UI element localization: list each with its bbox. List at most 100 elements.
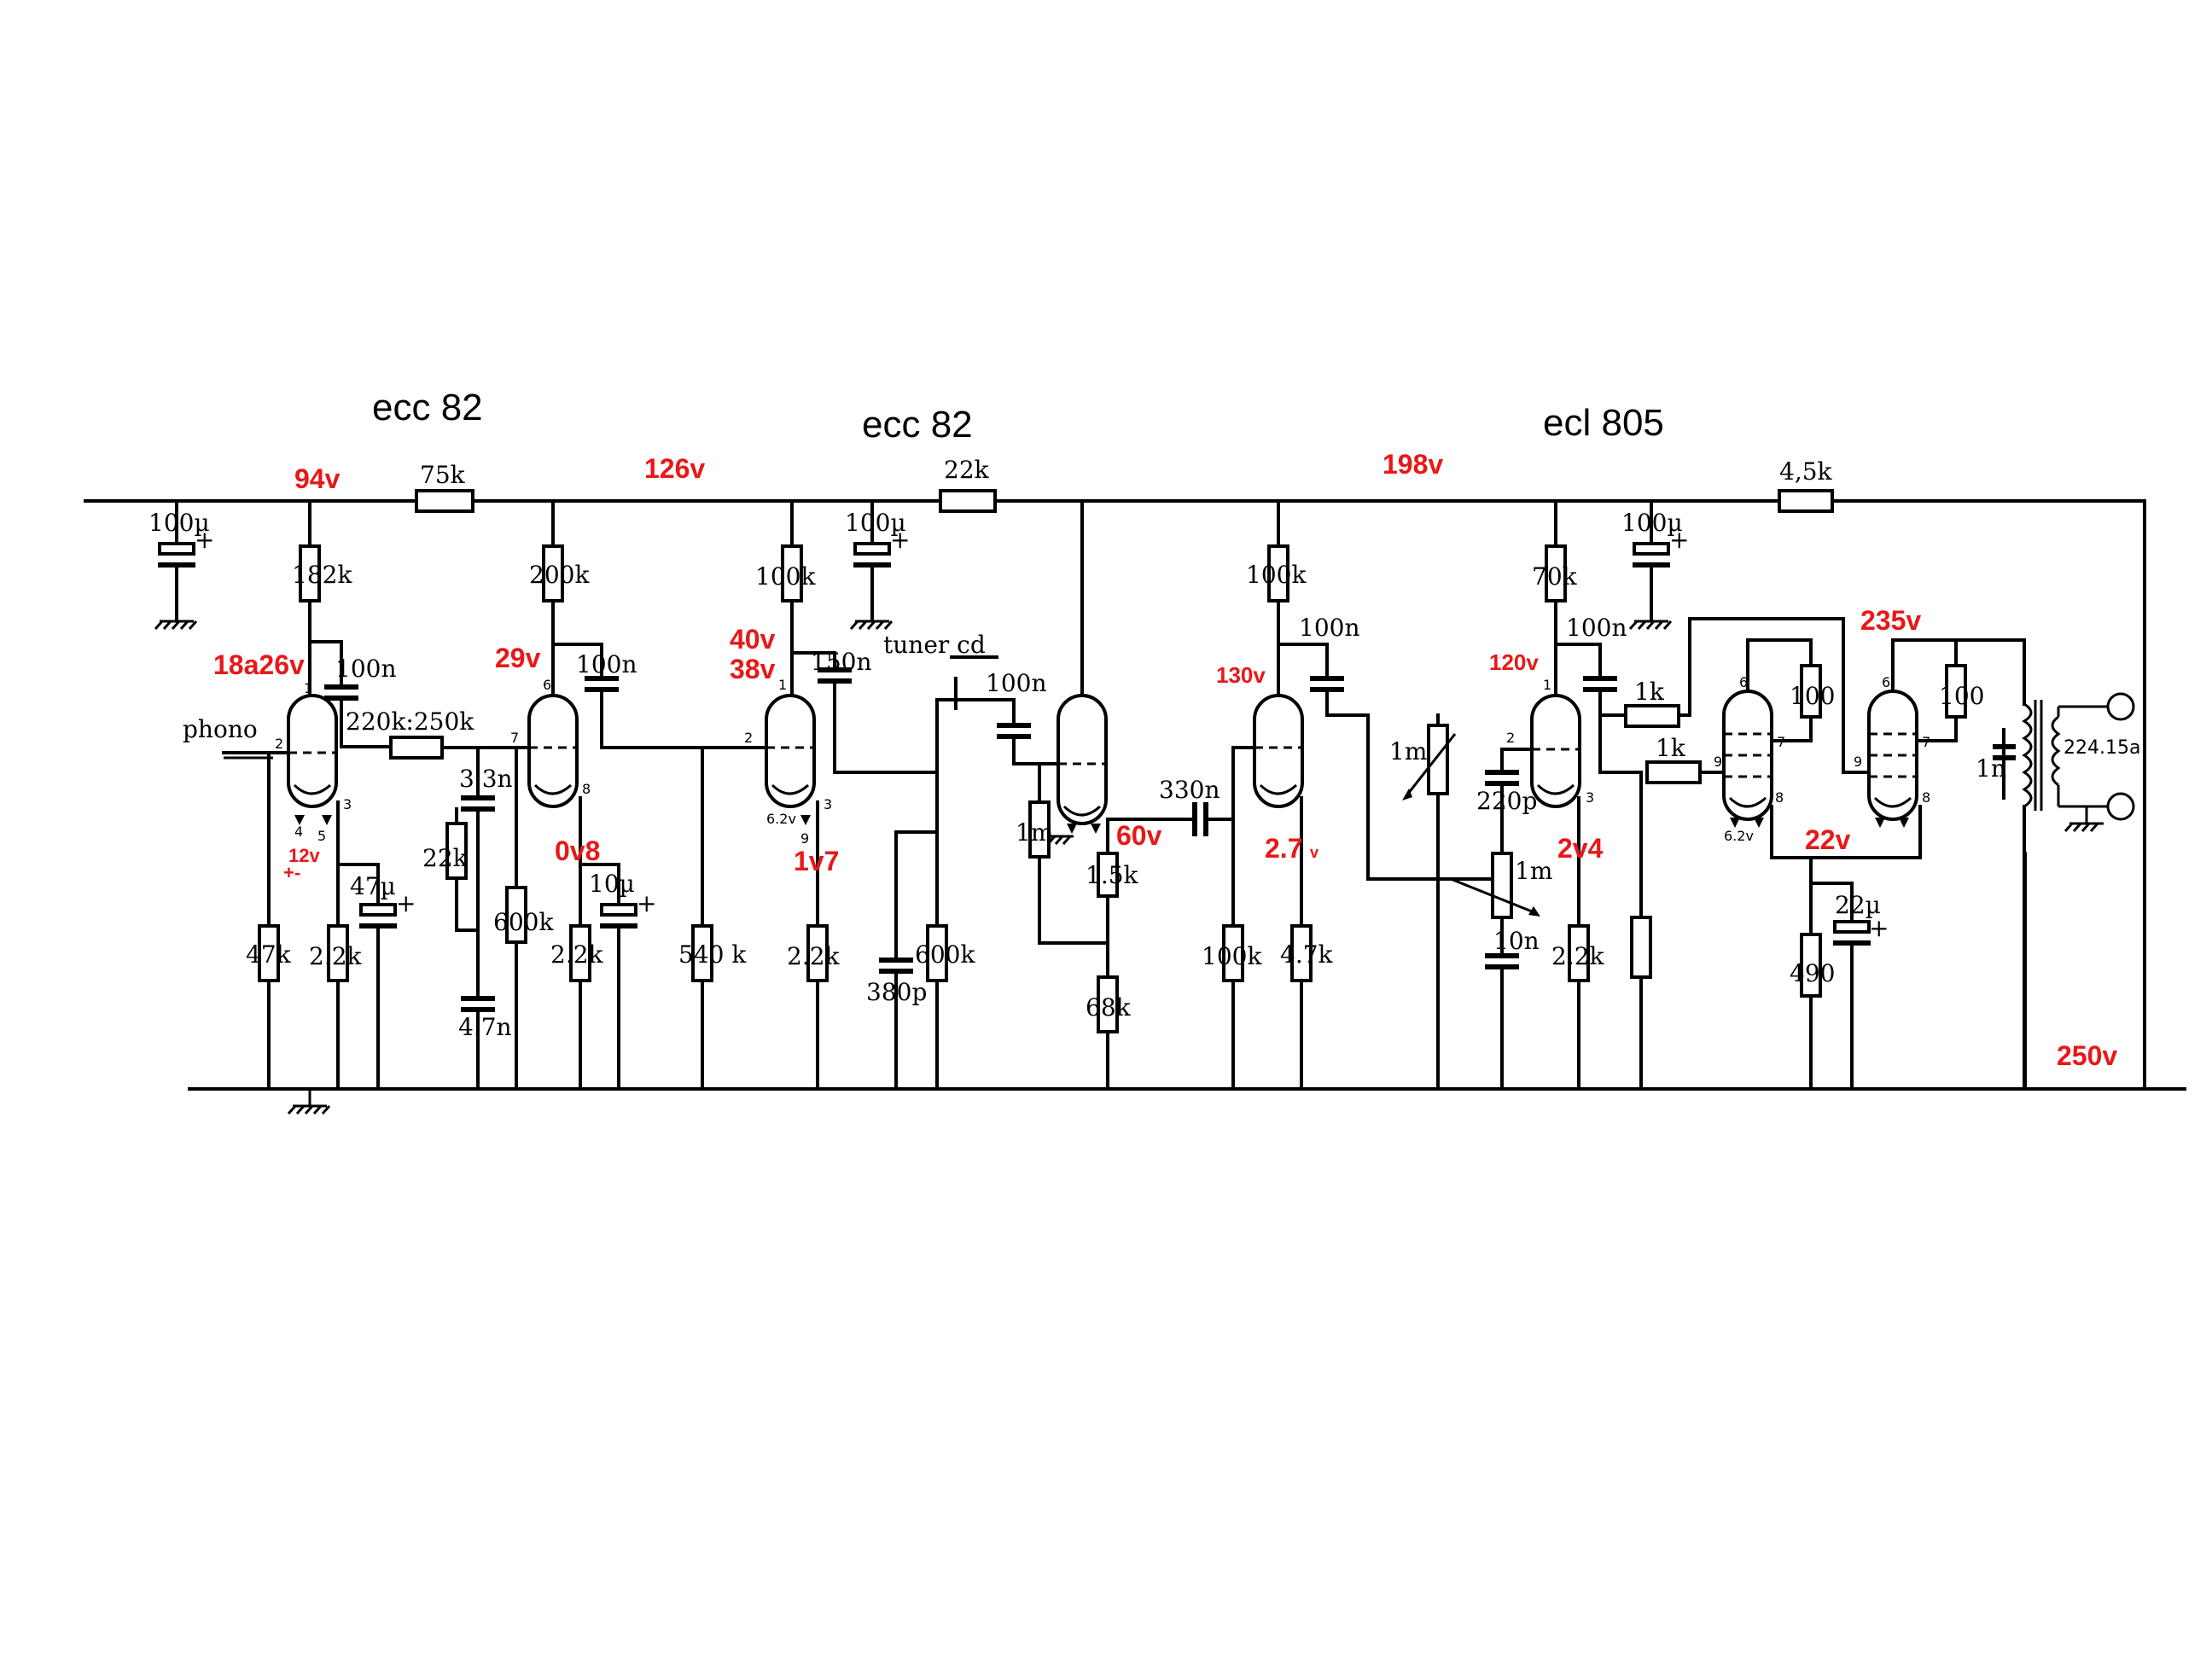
svg-text:100n: 100n bbox=[1299, 614, 1359, 642]
svg-text:38v: 38v bbox=[730, 654, 776, 684]
svg-text:9: 9 bbox=[800, 830, 809, 847]
svg-text:18a26v: 18a26v bbox=[213, 649, 305, 680]
svg-text:10µ: 10µ bbox=[589, 870, 635, 898]
svg-text:9: 9 bbox=[1854, 754, 1862, 770]
svg-text:100n: 100n bbox=[986, 669, 1046, 697]
svg-text:130v: 130v bbox=[1216, 662, 1266, 688]
svg-text:3: 3 bbox=[1586, 789, 1594, 806]
svg-text:2: 2 bbox=[744, 730, 753, 746]
svg-text:220k:250k: 220k:250k bbox=[346, 707, 474, 736]
svg-text:2.2k: 2.2k bbox=[1551, 942, 1605, 970]
tube-v6 bbox=[1530, 694, 1581, 808]
svg-text:250v: 250v bbox=[2057, 1040, 2117, 1071]
cap-100u-2: 100µ + bbox=[845, 499, 910, 620]
svg-text:+: + bbox=[890, 526, 910, 554]
svg-text:2.2k: 2.2k bbox=[550, 940, 604, 969]
resistor-1k-2 bbox=[1645, 760, 1702, 784]
svg-text:3: 3 bbox=[824, 796, 832, 812]
tube-title-2: ecc 82 bbox=[862, 404, 973, 445]
svg-text:100µ: 100µ bbox=[148, 509, 210, 537]
pot-1m-1 bbox=[1427, 724, 1449, 795]
svg-text:100µ: 100µ bbox=[1621, 509, 1683, 537]
stage-6: 70k 100n 1 2 3 2.2k 1k 1k bbox=[1506, 499, 1845, 1091]
svg-text:490: 490 bbox=[1790, 959, 1835, 987]
output-transformer: 1n 224.15a bbox=[1976, 638, 2140, 1091]
svg-text:4.7k: 4.7k bbox=[1280, 940, 1334, 969]
svg-text:7: 7 bbox=[510, 730, 519, 746]
svg-text:10n: 10n bbox=[1493, 927, 1540, 955]
svg-text:100n: 100n bbox=[576, 650, 637, 678]
svg-text:2.2k: 2.2k bbox=[787, 942, 841, 970]
svg-text:2: 2 bbox=[1506, 730, 1515, 746]
svg-text:126v: 126v bbox=[644, 453, 705, 484]
svg-text:100: 100 bbox=[1790, 682, 1835, 710]
svg-text:22k: 22k bbox=[944, 456, 990, 484]
svg-text:224.15a: 224.15a bbox=[2064, 737, 2140, 759]
tube-v2 bbox=[527, 694, 579, 808]
resistor-75k: 75k bbox=[415, 461, 474, 513]
speaker-terminal-top bbox=[2106, 692, 2135, 721]
svg-text:1m: 1m bbox=[1389, 737, 1427, 765]
svg-text:1n: 1n bbox=[1976, 754, 2006, 783]
svg-text:198v: 198v bbox=[1382, 449, 1443, 480]
cap-100u-1: 100µ + bbox=[148, 499, 214, 620]
svg-text:100: 100 bbox=[1939, 682, 1984, 710]
svg-text:1m: 1m bbox=[1016, 818, 1053, 847]
stage-5: 100k 100n 100k 4.7k bbox=[1202, 499, 1440, 1091]
resistor-1k-1 bbox=[1624, 704, 1680, 728]
svg-text:100n: 100n bbox=[1566, 614, 1627, 642]
svg-text:120v: 120v bbox=[1489, 649, 1539, 675]
svg-text:100k: 100k bbox=[1202, 942, 1262, 970]
stage-1: 182k 100n 1 2 3 4 5 phono 47k 2.2k bbox=[183, 499, 527, 1091]
svg-text:6: 6 bbox=[1882, 674, 1890, 690]
svg-text:200k: 200k bbox=[529, 561, 590, 589]
stage-4: 1m 1.5k 68k 330n bbox=[1016, 499, 1235, 1091]
resistor-unlabeled bbox=[1630, 916, 1652, 979]
svg-text:68k: 68k bbox=[1086, 993, 1132, 1022]
svg-text:+: + bbox=[1669, 526, 1689, 554]
svg-text:540 k: 540 k bbox=[678, 940, 747, 969]
svg-text:22v: 22v bbox=[1805, 824, 1851, 855]
svg-text:12v: 12v bbox=[288, 845, 320, 866]
svg-text:1: 1 bbox=[1543, 677, 1551, 693]
ground-symbols bbox=[154, 620, 2104, 1115]
speaker-terminal-bottom bbox=[2106, 792, 2135, 821]
svg-text:1k: 1k bbox=[1656, 734, 1686, 762]
svg-text:150n: 150n bbox=[811, 648, 871, 676]
svg-text:22k: 22k bbox=[422, 844, 469, 872]
svg-text:22µ: 22µ bbox=[1835, 891, 1881, 919]
svg-text:29v: 29v bbox=[495, 643, 541, 673]
svg-text:182k: 182k bbox=[292, 561, 352, 589]
resistor-22k-rail: 22k bbox=[939, 456, 997, 513]
svg-text:0v8: 0v8 bbox=[555, 835, 600, 866]
svg-text:1.5k: 1.5k bbox=[1086, 861, 1139, 889]
svg-text:8: 8 bbox=[1922, 789, 1930, 806]
svg-text:220p: 220p bbox=[1476, 787, 1537, 815]
svg-text:70k: 70k bbox=[1532, 562, 1578, 591]
svg-text:6: 6 bbox=[1739, 674, 1748, 690]
resistor-1m bbox=[1028, 800, 1051, 859]
tone-network: 1m 220p 1m 10n bbox=[1366, 713, 1552, 1091]
tube-v3 bbox=[765, 694, 816, 808]
svg-text:47µ: 47µ bbox=[350, 872, 396, 900]
svg-text:8: 8 bbox=[1775, 789, 1784, 806]
svg-text:6: 6 bbox=[543, 677, 551, 693]
svg-text:+: + bbox=[637, 889, 656, 917]
tube-title-1: ecc 82 bbox=[372, 387, 483, 428]
svg-text:94v: 94v bbox=[294, 463, 341, 494]
svg-text:1k: 1k bbox=[1634, 678, 1665, 706]
svg-text:100n: 100n bbox=[335, 655, 396, 683]
svg-text:+: + bbox=[396, 889, 416, 917]
resistor-220k-250k bbox=[389, 736, 444, 760]
cap-100u-3: 100µ + bbox=[1621, 499, 1689, 620]
svg-text:6.2v: 6.2v bbox=[1724, 828, 1754, 844]
svg-text:5: 5 bbox=[317, 828, 326, 844]
tube-v1 bbox=[287, 694, 338, 808]
svg-text:4,5k: 4,5k bbox=[1779, 457, 1833, 486]
svg-text:2.7: 2.7 bbox=[1265, 833, 1302, 864]
svg-text:100µ: 100µ bbox=[845, 509, 906, 537]
svg-text:8: 8 bbox=[582, 781, 591, 797]
svg-text:75k: 75k bbox=[420, 461, 466, 489]
svg-text:3.3n: 3.3n bbox=[459, 765, 513, 793]
svg-text:6.2v: 6.2v bbox=[766, 811, 796, 827]
